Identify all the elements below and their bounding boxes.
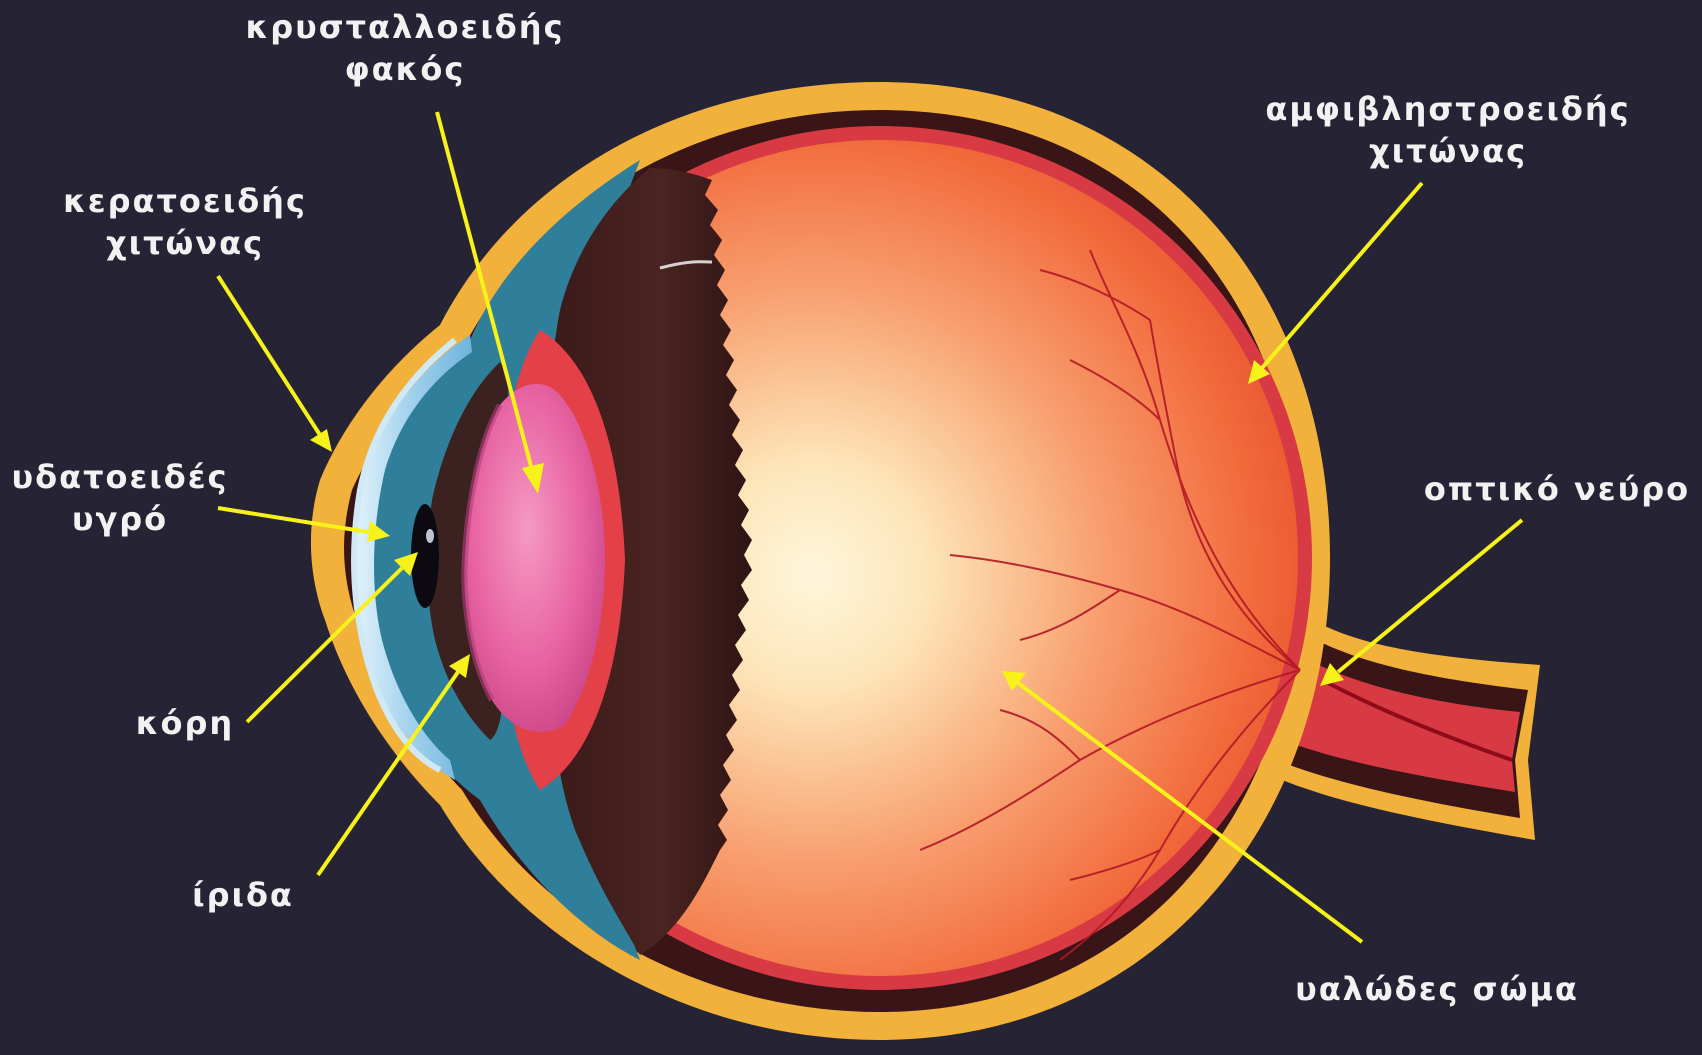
label-vitreous-line1: υαλώδες σώμα — [1295, 970, 1579, 1008]
label-aqueous-line1: υδατοειδές — [11, 458, 228, 496]
label-optic-nerve-line1: οπτικό νεύρο — [1424, 470, 1690, 508]
label-aqueous-line2: υγρό — [72, 500, 168, 538]
label-retina-line2: χιτώνας — [1369, 132, 1527, 170]
label-retina-line1: αμφιβληστροειδής — [1265, 90, 1630, 128]
label-optic-nerve: οπτικό νεύρο — [1424, 470, 1690, 508]
label-iris: ίριδα — [192, 876, 294, 914]
label-pupil-line1: κόρη — [136, 704, 234, 742]
label-cornea-line2: χιτώνας — [106, 224, 264, 262]
label-pupil: κόρη — [136, 704, 234, 742]
label-lens-line2: φακός — [345, 50, 466, 88]
label-iris-line1: ίριδα — [192, 876, 294, 914]
label-lens-line1: κρυσταλλοειδής — [245, 8, 564, 46]
pupil-shine — [426, 529, 434, 543]
label-cornea-line1: κερατοειδής — [63, 182, 307, 220]
label-vitreous: υαλώδες σώμα — [1295, 970, 1579, 1008]
